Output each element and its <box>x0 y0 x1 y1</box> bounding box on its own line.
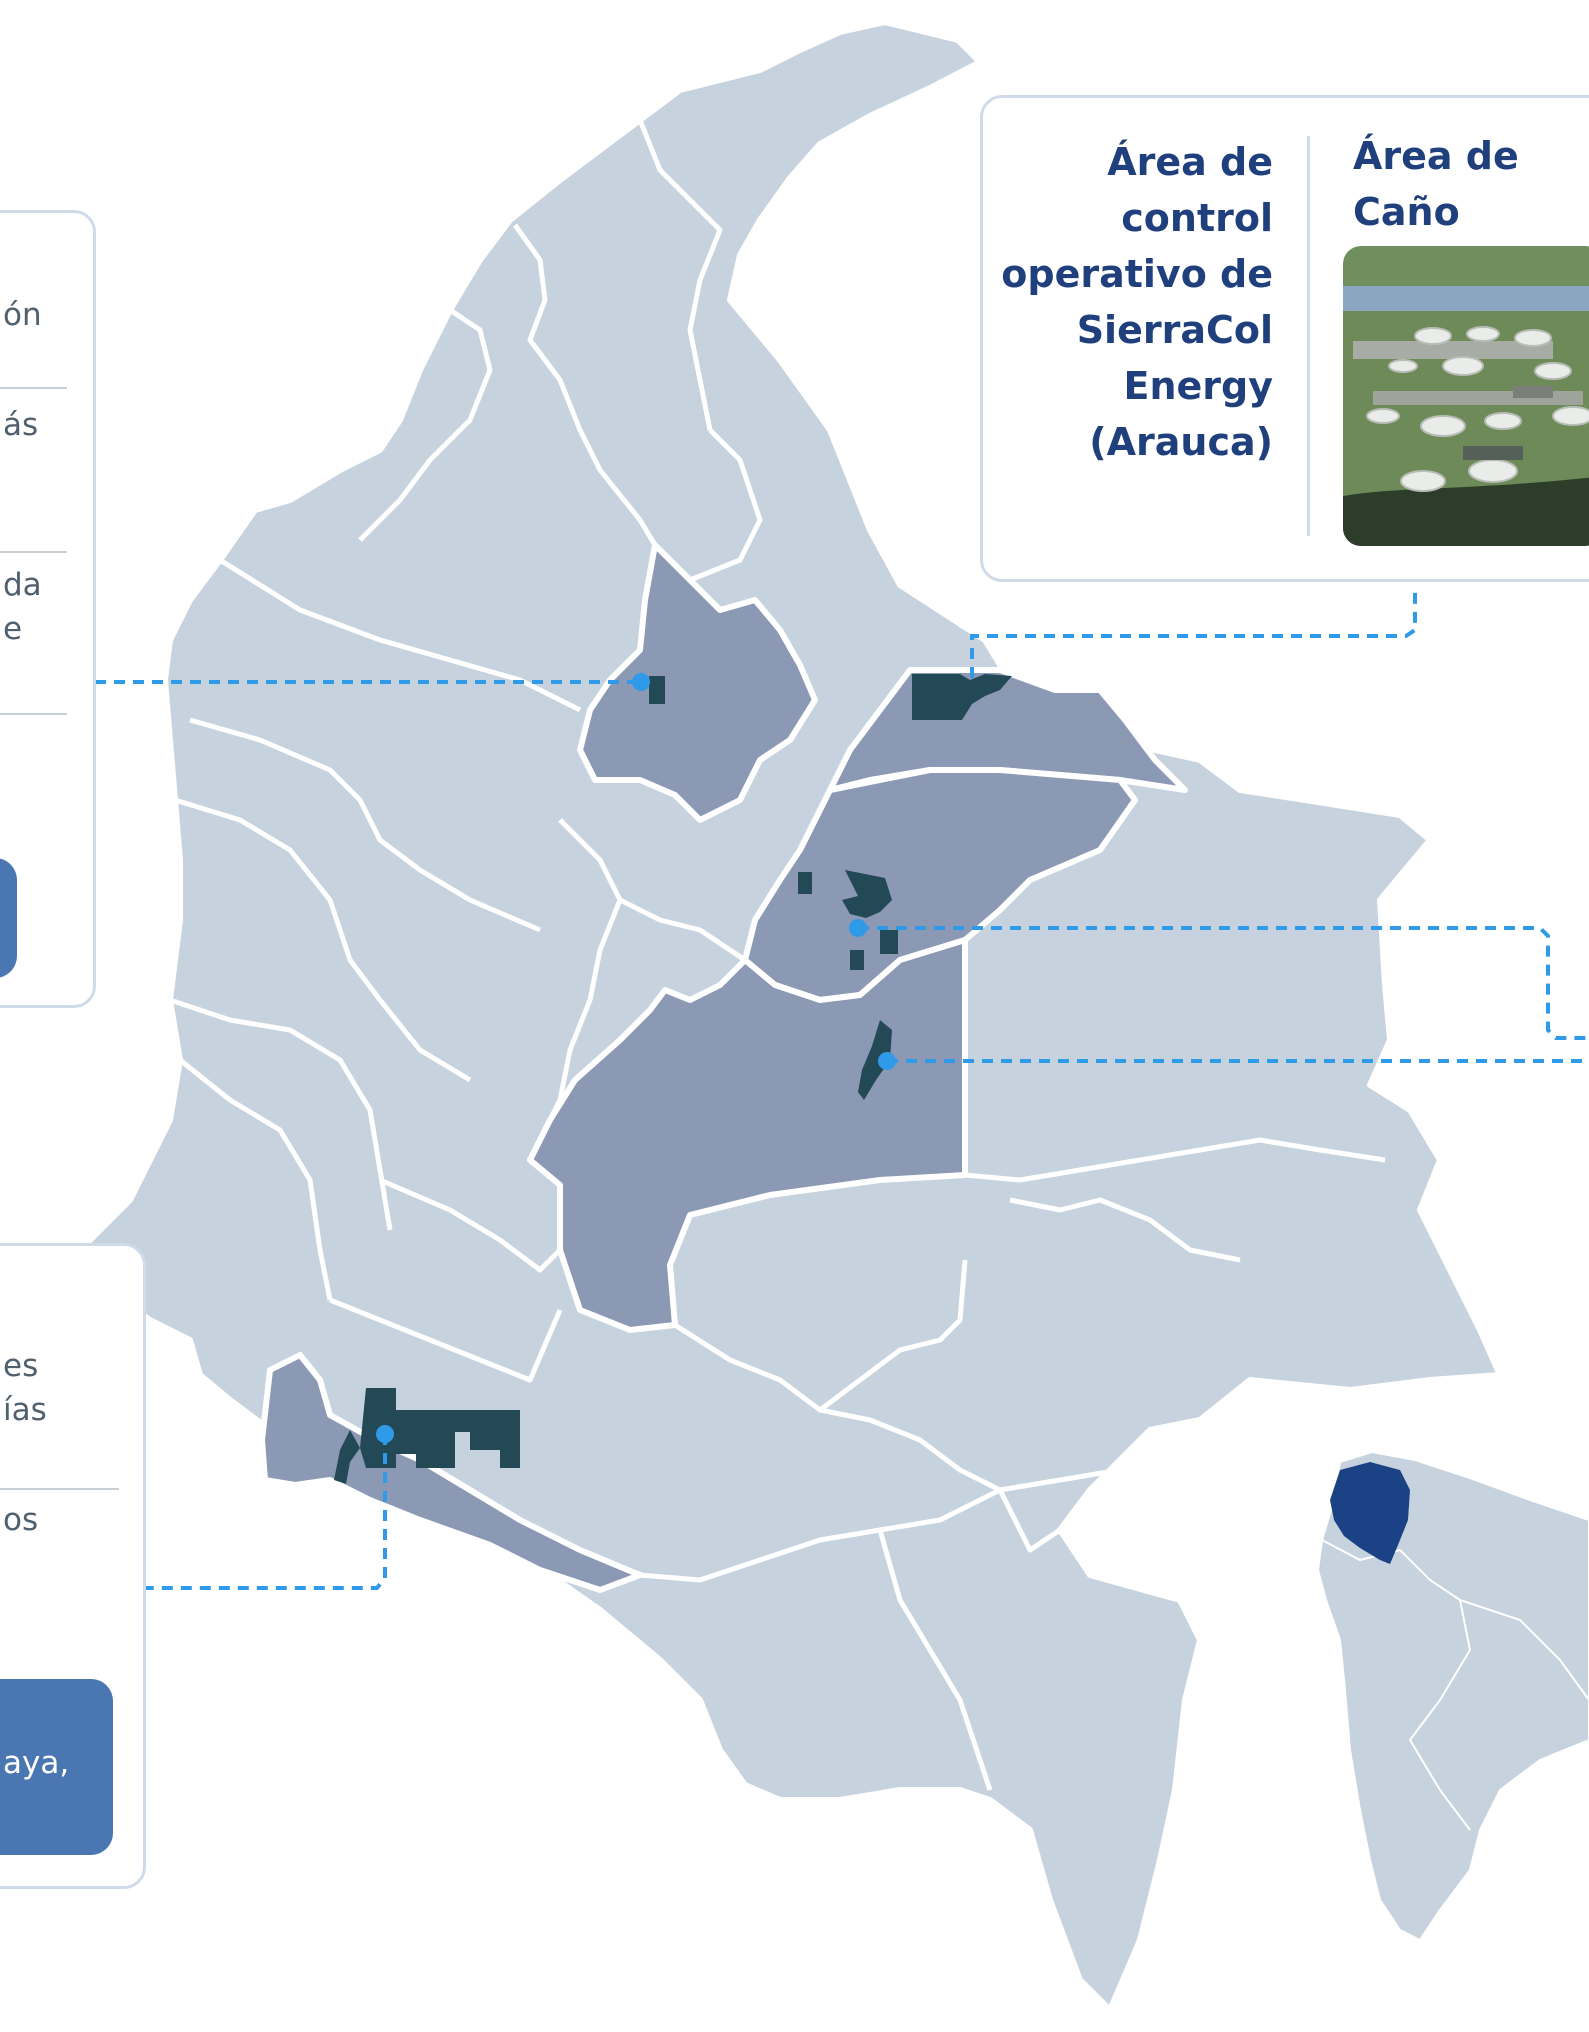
card-text-fragment: ás <box>3 407 39 443</box>
leader-dot-putumayo <box>376 1425 394 1443</box>
card-action-button[interactable] <box>0 858 17 978</box>
aerial-oil-facility-photo <box>1343 246 1589 546</box>
card-text-fragment: ías <box>3 1392 47 1428</box>
vertical-divider <box>1307 136 1310 536</box>
operation-block-cesar <box>649 676 665 704</box>
card-text-fragment: os <box>3 1502 39 1538</box>
card-text-fragment: es <box>3 1348 39 1384</box>
leader-dot-meta <box>878 1052 896 1070</box>
department-borders <box>169 119 1386 1791</box>
region-cesar <box>577 542 818 823</box>
card-text-fragment: ón <box>3 297 42 333</box>
divider <box>0 387 67 389</box>
operation-block-casanare-small-c <box>880 930 898 954</box>
operation-block-casanare-small-b <box>850 950 864 970</box>
left-info-card-upper: ón ás da e <box>0 210 96 1008</box>
card-text-fragment: da <box>3 567 42 603</box>
card-text-fragment: e <box>3 611 23 647</box>
divider <box>0 1488 119 1490</box>
arauca-info-card: Área de control operativo de SierraCol E… <box>980 95 1589 582</box>
leader-line-putumayo <box>145 1434 387 1590</box>
operation-blocks <box>334 674 1012 1484</box>
control-area-title: Área de control operativo de SierraCol E… <box>1001 140 1273 464</box>
operation-block-meta <box>858 1020 892 1100</box>
left-info-card-lower: es ías os aya, <box>0 1243 146 1889</box>
leader-dots <box>376 673 896 1443</box>
south-america-inset <box>1316 1450 1589 1942</box>
divider <box>0 713 67 715</box>
south-america-land <box>1316 1450 1589 1942</box>
leader-lines <box>95 585 1589 1590</box>
divider <box>0 551 67 553</box>
operation-block-casanare-north <box>842 870 892 918</box>
region-meta <box>527 937 968 1333</box>
operation-block-casanare-small-a <box>798 872 812 894</box>
operation-block-putumayo <box>334 1388 520 1484</box>
card-action-button-label: aya, <box>3 1745 70 1781</box>
leader-line-arauca <box>970 585 1417 678</box>
card-action-button[interactable]: aya, <box>0 1679 113 1855</box>
leader-line-casanare <box>858 926 1589 1040</box>
operation-block-arauca <box>912 674 1012 720</box>
colombia-inset <box>1330 1462 1410 1564</box>
leader-dot-casanare <box>849 919 867 937</box>
leader-dot-cesar <box>632 673 650 691</box>
